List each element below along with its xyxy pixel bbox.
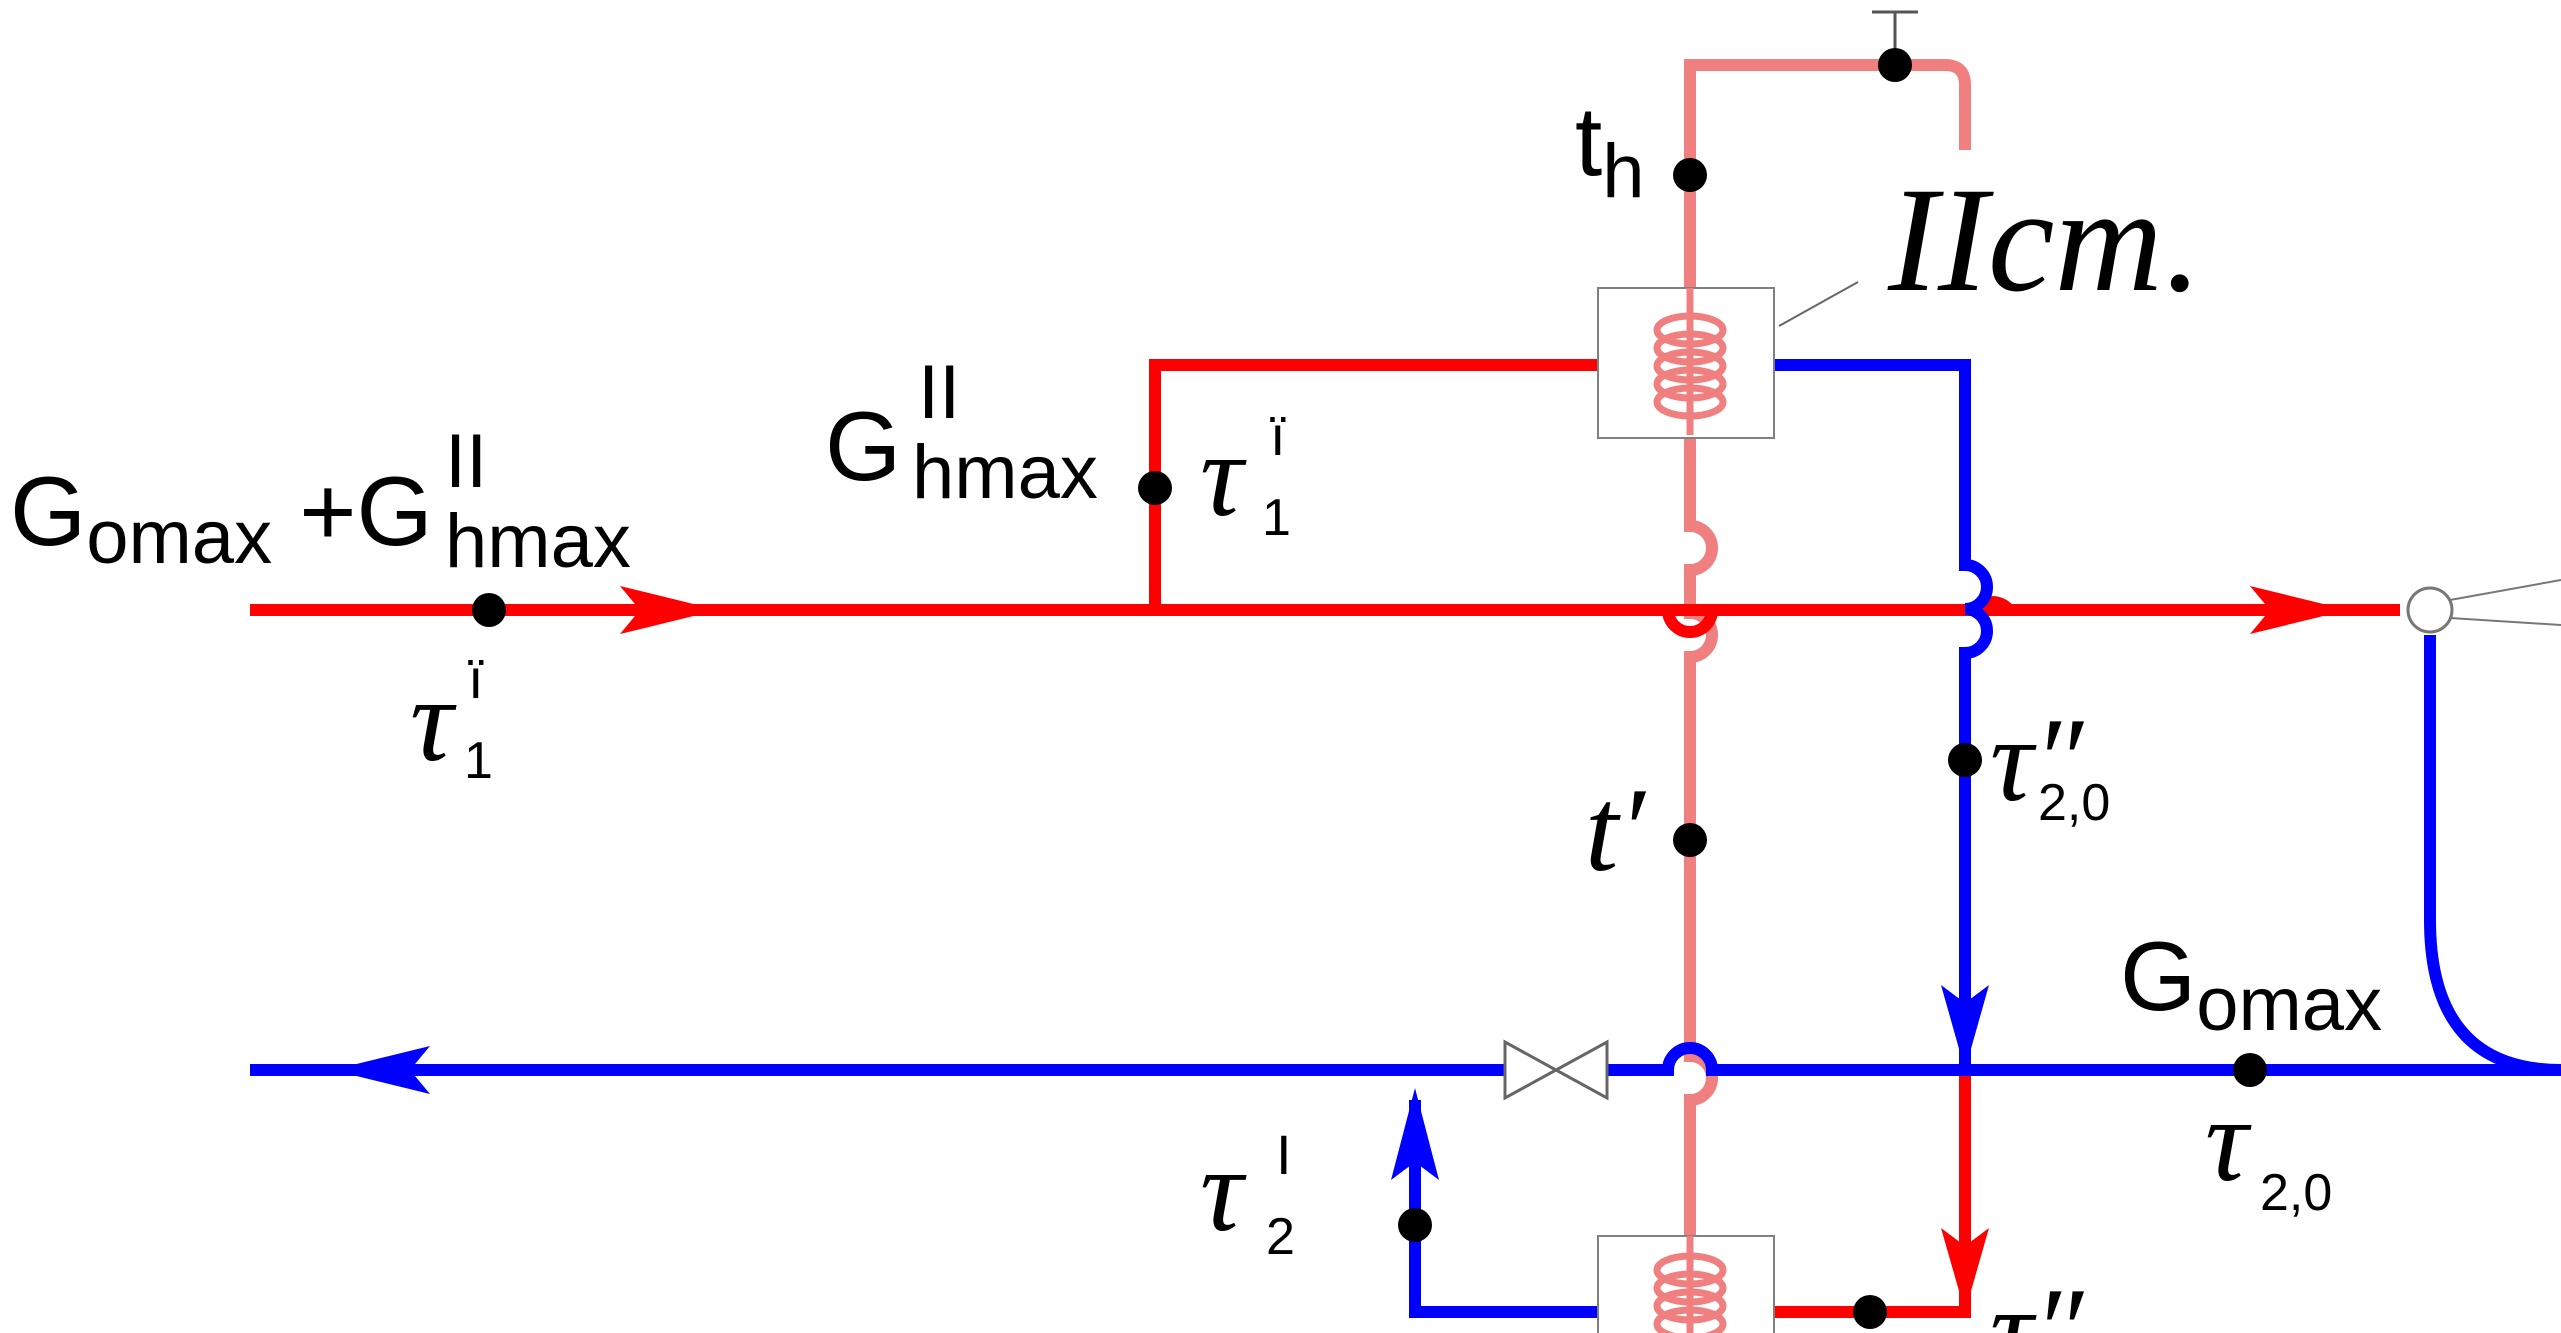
label-g-omax-right: Gomax bbox=[2120, 921, 2382, 1047]
return-right-riser-line bbox=[2424, 635, 2561, 1076]
heat-exchanger-stage-ii bbox=[1597, 281, 1859, 439]
node-tau20-double-prime bbox=[1948, 743, 1982, 777]
valve-icon bbox=[1503, 1039, 1609, 1101]
return-out-arrow-icon bbox=[332, 1046, 430, 1094]
stage-i-return-line bbox=[1409, 1100, 1600, 1318]
supply-branch-line bbox=[1149, 359, 1600, 610]
supply-down-arrow-icon bbox=[1941, 1228, 1989, 1312]
node-tau20 bbox=[2233, 1053, 2267, 1087]
return-down-arrow-icon bbox=[1941, 985, 1989, 1070]
mixing-node-icon bbox=[2406, 586, 2454, 634]
stage-i-return-up-arrow-icon bbox=[1391, 1088, 1439, 1180]
label-stage-ii: IIст. bbox=[1887, 157, 2202, 323]
node-tau1-left bbox=[472, 593, 506, 627]
return-from-stage-ii-line bbox=[1770, 359, 1993, 1070]
node-th bbox=[1673, 158, 1707, 192]
mixing-node-leader-bottom bbox=[2449, 617, 2561, 626]
node-bottom-right bbox=[1853, 1295, 1887, 1329]
label-t-prime: t′ bbox=[1585, 763, 1646, 896]
supply-in-arrow-icon bbox=[620, 586, 718, 634]
node-cold-water bbox=[1878, 48, 1912, 82]
mixing-node-leader-top bbox=[2449, 579, 2561, 601]
label-tau-bottom-partial: τ″ bbox=[1990, 1263, 2085, 1333]
node-tau2-prime bbox=[1398, 1208, 1432, 1242]
node-tau1-mid bbox=[1138, 471, 1172, 505]
return-main-right-line bbox=[1602, 1042, 2561, 1076]
supply-out-arrow-icon bbox=[2250, 586, 2348, 634]
label-t-h: th bbox=[1575, 86, 1645, 214]
heat-exchanger-stage-i bbox=[1597, 1235, 1775, 1333]
supply-to-stage-i-line bbox=[1775, 1070, 1971, 1318]
node-t-prime bbox=[1673, 823, 1707, 857]
label-tau20-double-prime: τ″2,0 bbox=[1990, 693, 2110, 832]
